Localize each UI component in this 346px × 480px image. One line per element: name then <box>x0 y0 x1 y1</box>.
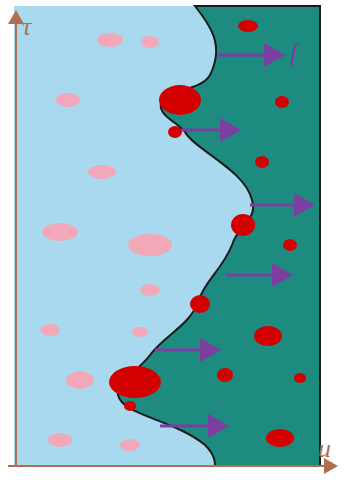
impurities-left <box>40 33 172 451</box>
impurities-right <box>109 20 306 447</box>
force-arrows <box>155 55 312 426</box>
pinned-interface <box>118 6 320 466</box>
axes <box>8 12 336 466</box>
force-label: f <box>290 40 297 66</box>
axis-label: u <box>318 436 331 462</box>
axis-label: τ <box>22 14 31 40</box>
unswept-region <box>14 6 320 466</box>
